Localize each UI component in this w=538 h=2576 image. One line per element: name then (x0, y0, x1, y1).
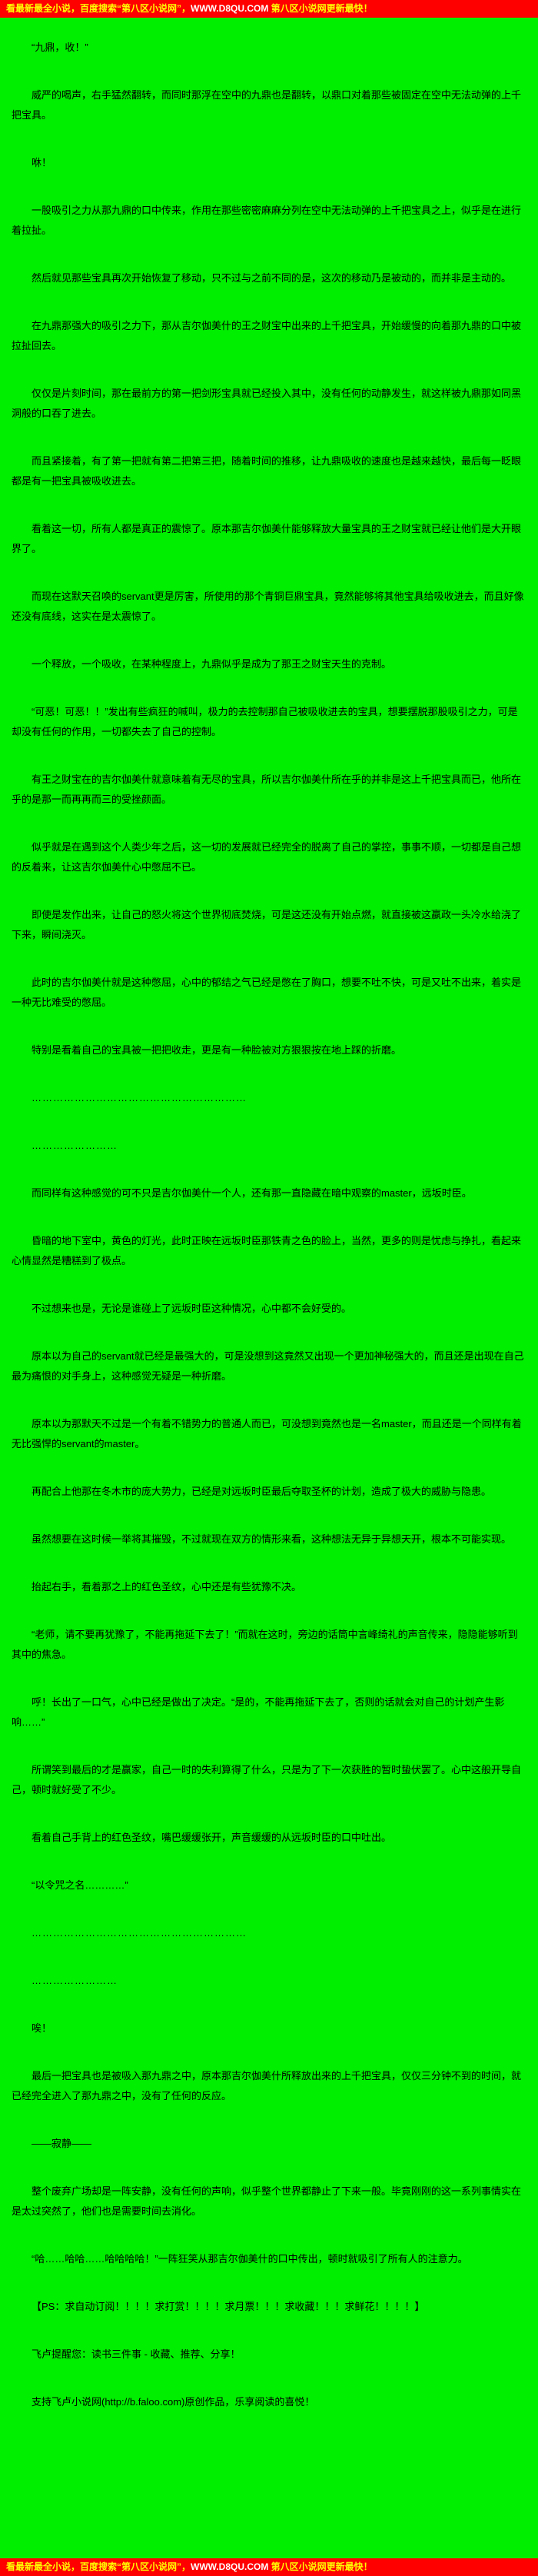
novel-paragraph: 看着自己手背上的红色圣纹，嘴巴缓缓张开，声音缓缓的从远坂时臣的口中吐出。 (32, 1832, 392, 1843)
novel-paragraph: 此时的吉尔伽美什就是这种憋屈，心中的郁结之气已经是憋在了胸口，想要不吐不快，可是… (12, 977, 522, 1008)
novel-paragraph: 再配合上他那在冬木市的庞大势力，已经是对远坂时臣最后夺取圣杯的计划，造成了极大的… (32, 1486, 492, 1497)
novel-paragraph: 唉！ (32, 2022, 52, 2034)
novel-paragraph: 呼！长出了一口气，心中已经是做出了决定。“是的，不能再拖延下去了，否则的话就会对… (12, 1696, 505, 1728)
scene-break-label: ——寂静—— (32, 2138, 92, 2149)
novel-paragraph: 然后就见那些宝具再次开始恢复了移动，只不过与之前不同的是，这次的移动乃是被动的，… (32, 272, 512, 284)
banner-text-prefix: 看最新最全小说，百度搜索“第八区小说网”， (6, 3, 191, 14)
novel-paragraph: 在九鼎那强大的吸引之力下，那从吉尔伽美什的王之财宝中出来的上千把宝具，开始缓慢的… (12, 320, 522, 351)
novel-paragraph: 原本以为自己的servant就已经是最强大的，可是没想到这竟然又出现一个更加神秘… (12, 1350, 524, 1382)
author-ps-note: 【PS：求自动订阅！！！！求打赏！！！！求月票！！！求收藏！！！求鲜花！！！！】 (32, 2301, 425, 2312)
novel-paragraph: 而且紧接着，有了第一把就有第二把第三把，随着时间的推移，让九鼎吸收的速度也是越来… (12, 455, 522, 487)
banner-text-prefix: 看最新最全小说，百度搜索“第八区小说网”， (6, 2561, 191, 2572)
separator-dots-long: …………………………………………………… (32, 1092, 247, 1103)
novel-paragraph: “九鼎，收！” (32, 42, 88, 53)
novel-paragraph: 最后一把宝具也是被吸入那九鼎之中，原本那吉尔伽美什所释放出来的上千把宝具，仅仅三… (12, 2070, 522, 2102)
novel-paragraph: 所谓笑到最后的才是赢家，自己一时的失利算得了什么，只是为了下一次获胜的暂时蛰伏罢… (12, 1764, 522, 1796)
novel-paragraph: 原本以为那默天不过是一个有着不错势力的普通人而已，可没想到竟然也是一名maste… (12, 1418, 522, 1449)
novel-paragraph: 一个释放，一个吸收，在某种程度上，九鼎似乎是成为了那王之财宝天生的克制。 (32, 658, 392, 670)
novel-paragraph: 抬起右手，看着那之上的红色圣纹，心中还是有些犹豫不决。 (32, 1581, 302, 1593)
separator-dots-short: …………………… (32, 1140, 118, 1151)
novel-paragraph: 昏暗的地下室中，黄色的灯光，此时正映在远坂时臣那铁青之色的脸上，当然，更多的则是… (12, 1235, 522, 1266)
novel-paragraph: 咻！ (32, 157, 52, 168)
banner-site-url[interactable]: WWW.D8QU.COM (191, 2561, 269, 2572)
novel-paragraph: 不过想来也是，无论是谁碰上了远坂时臣这种情况，心中都不会好受的。 (32, 1303, 352, 1314)
novel-paragraph: 即使是发作出来，让自己的怒火将这个世界彻底焚烧，可是这还没有开始点燃，就直接被这… (12, 909, 522, 940)
top-ad-banner[interactable]: 看最新最全小说，百度搜索“第八区小说网”，WWW.D8QU.COM 第八区小说网… (0, 0, 538, 18)
novel-paragraph: 威严的喝声，右手猛然翻转，而同时那浮在空中的九鼎也是翻转，以鼎口对着那些被固定在… (12, 89, 522, 121)
chapter-content: “九鼎，收！” 威严的喝声，右手猛然翻转，而同时那浮在空中的九鼎也是翻转，以鼎口… (0, 18, 538, 2558)
bottom-ad-banner[interactable]: 看最新最全小说，百度搜索“第八区小说网”，WWW.D8QU.COM 第八区小说网… (0, 2558, 538, 2576)
novel-paragraph: 特别是看着自己的宝具被一把把收走，更是有一种脸被对方狠狠按在地上踩的折磨。 (32, 1044, 402, 1056)
banner-text-suffix: 第八区小说网更新最快！ (268, 2561, 373, 2572)
novel-paragraph: 看着这一切，所有人都是真正的震惊了。原本那吉尔伽美什能够释放大量宝具的王之财宝就… (12, 523, 522, 554)
novel-paragraph: 整个废弃广场却是一阵安静，没有任何的声响，似乎整个世界都静止了下来一般。毕竟刚刚… (12, 2185, 522, 2217)
banner-site-url[interactable]: WWW.D8QU.COM (191, 3, 269, 14)
novel-paragraph: 而现在这默天召唤的servant更是厉害，所使用的那个青铜巨鼎宝具，竟然能够将其… (12, 591, 524, 622)
novel-paragraph: “哈……哈哈……哈哈哈哈！”一阵狂笑从那吉尔伽美什的口中传出，顿时就吸引了所有人… (32, 2253, 468, 2265)
novel-paragraph: “老师，请不要再犹豫了，不能再拖延下去了！”而就在这时，旁边的话筒中言峰绮礼的声… (12, 1629, 518, 1660)
novel-paragraph: “以令咒之名…………” (32, 1879, 128, 1891)
banner-text-suffix: 第八区小说网更新最快！ (268, 3, 373, 14)
separator-dots-short: …………………… (32, 1975, 118, 1986)
separator-dots-long: …………………………………………………… (32, 1927, 247, 1939)
novel-paragraph: 似乎就是在遇到这个人类少年之后，这一切的发展就已经完全的脱离了自己的掌控，事事不… (12, 841, 522, 873)
faloo-support-link-text[interactable]: 支持飞卢小说网(http://b.faloo.com)原创作品，乐享阅读的喜悦！ (32, 2396, 315, 2408)
novel-paragraph: 而同样有这种感觉的可不只是吉尔伽美什一个人，还有那一直隐藏在暗中观察的maste… (32, 1187, 472, 1199)
novel-paragraph: 仅仅是片刻时间，那在最前方的第一把剑形宝具就已经投入其中，没有任何的动静发生，就… (12, 388, 522, 419)
novel-paragraph: “可恶！可恶！！”发出有些疯狂的喊叫，极力的去控制那自己被吸收进去的宝具，想要摆… (12, 706, 518, 737)
novel-paragraph: 虽然想要在这时候一举将其摧毁，不过就现在双方的情形来看，这种想法无异于异想天开，… (32, 1533, 512, 1545)
novel-paragraph: 一股吸引之力从那九鼎的口中传来，作用在那些密密麻麻分列在空中无法动弹的上千把宝具… (12, 205, 522, 236)
novel-paragraph: 有王之财宝在的吉尔伽美什就意味着有无尽的宝具，所以吉尔伽美什所在乎的并非是这上千… (12, 774, 522, 805)
faloo-reminder: 飞卢提醒您：读书三件事 - 收藏、推荐、分享！ (32, 2348, 241, 2360)
